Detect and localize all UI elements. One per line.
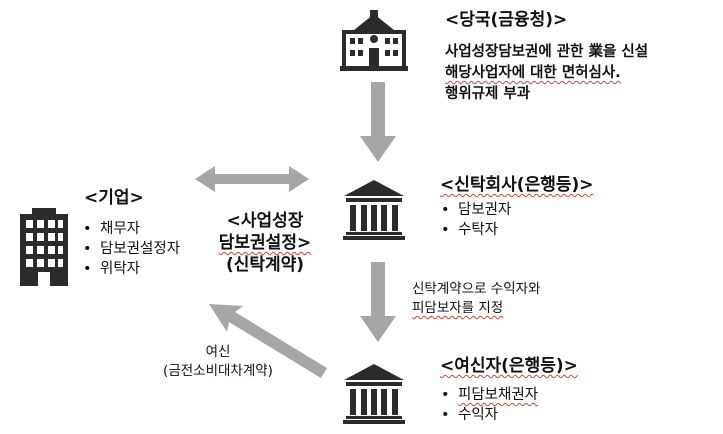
- authority-line-2: 해당사업자에 대한 면허심사.: [445, 63, 621, 83]
- contract-line-2: 담보권설정>: [206, 232, 324, 254]
- contract-line-1: <사업성장: [226, 211, 304, 231]
- contract-label: <사업성장 담보권설정> (신탁계약): [206, 210, 324, 276]
- trust-company-title: <신탁회사(은행등)>: [440, 174, 594, 196]
- arrow-lender-to-company: [209, 304, 327, 378]
- company-title: <기업>: [84, 188, 144, 208]
- lender-title: <여신자(은행등)>: [440, 355, 578, 377]
- double-arrow-company-trust: [195, 166, 309, 192]
- trust-company-icon: [342, 178, 406, 240]
- lender-title-text: <여신자(은행등)>: [440, 356, 578, 376]
- trust-company-title-text: <신탁회사(은행등)>: [440, 175, 594, 195]
- loan-line-1: 여신: [205, 344, 231, 360]
- loan-note: 여신 (금전소비대차계약): [130, 343, 306, 381]
- arrow-trust-to-lender: [360, 262, 396, 342]
- lender-item-text: 피담보채권자: [458, 387, 539, 403]
- list-item: 담보권설정자: [80, 239, 180, 259]
- contract-line-2-text: 담보권설정>: [218, 233, 312, 253]
- designation-line-2: 피담보자를 지정: [412, 299, 541, 318]
- office-building-icon: [20, 208, 68, 286]
- arrow-authority-to-trust: [360, 82, 396, 162]
- bank-icon: [343, 364, 405, 424]
- trust-company-list: 담보권자 수탁자: [438, 200, 511, 240]
- designation-line-2-text: 피담보자를 지정: [412, 300, 504, 316]
- lender-icon: [342, 362, 406, 424]
- designation-line-1: 신탁계약으로 수익자와: [412, 281, 541, 297]
- authority-icon: [338, 8, 410, 72]
- company-icon: [18, 206, 70, 286]
- list-item: 수탁자: [438, 220, 511, 240]
- lender-list: 피담보채권자 수익자: [438, 385, 538, 425]
- authority-line-2-text: 해당사업자에 대한 면허심사.: [445, 65, 621, 81]
- designation-note: 신탁계약으로 수익자와 피담보자를 지정: [412, 280, 541, 318]
- list-item: 채무자: [80, 219, 180, 239]
- authority-title: <당국(금융청)>: [445, 10, 568, 30]
- list-item: 수익자: [438, 405, 538, 425]
- list-item: 피담보채권자: [438, 385, 538, 405]
- contract-line-3: (신탁계약): [225, 255, 305, 275]
- authority-line-1: 사업성장담보권에 관한 業을 신설: [445, 44, 649, 60]
- list-item: 담보권자: [438, 200, 511, 220]
- bank-icon: [343, 180, 405, 240]
- government-building-icon: [340, 10, 408, 71]
- company-list: 채무자 담보권설정자 위탁자: [80, 219, 180, 279]
- list-item: 위탁자: [80, 259, 180, 279]
- authority-line-3: 행위규제 부과: [445, 86, 531, 102]
- loan-line-2: (금전소비대차계약): [163, 363, 273, 379]
